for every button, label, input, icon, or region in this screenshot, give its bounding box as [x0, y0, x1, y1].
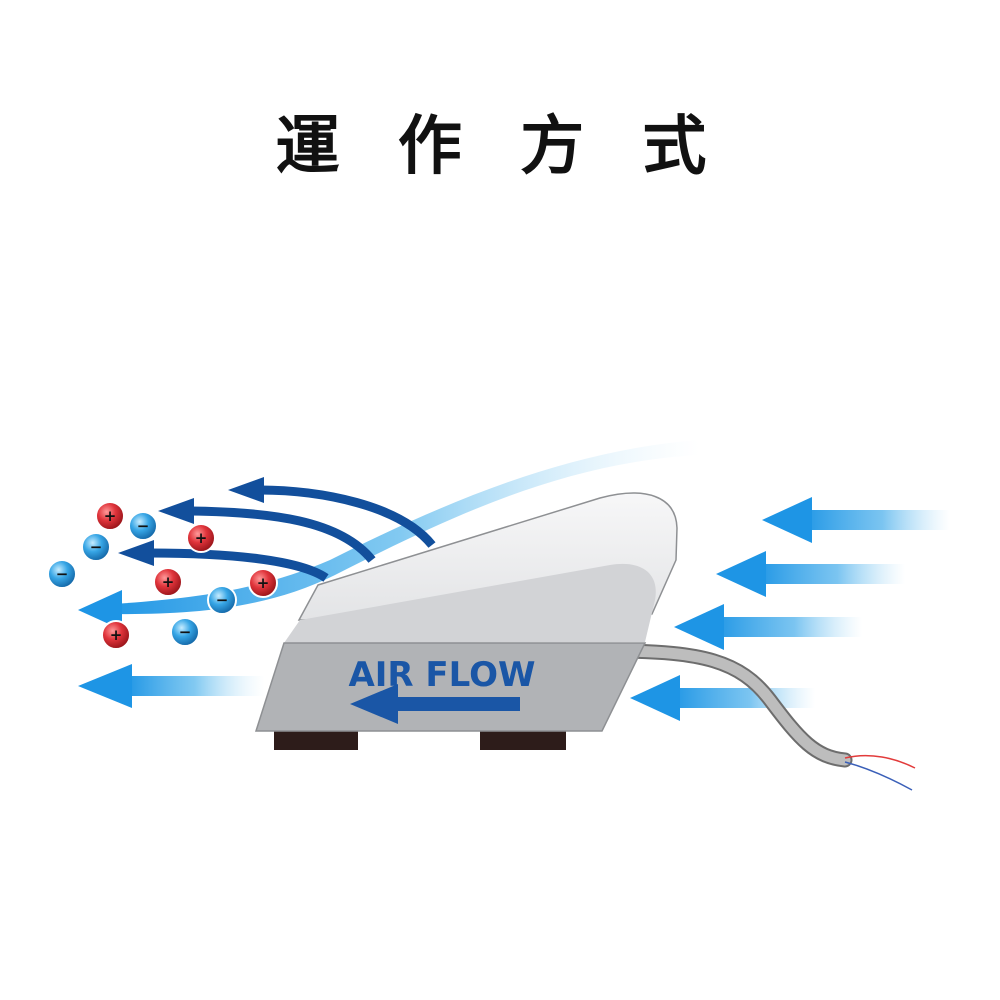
- positive-ion: +: [95, 501, 125, 531]
- device-foot: [274, 728, 358, 750]
- negative-ion: −: [47, 559, 77, 589]
- svg-text:+: +: [257, 574, 270, 592]
- intake-arrow: [674, 604, 862, 650]
- negative-ion: −: [128, 511, 158, 541]
- ionizer-device: AIR FLOW: [254, 492, 678, 750]
- intake-arrow: [716, 551, 905, 597]
- page-title: 運 作 方 式: [275, 110, 725, 184]
- svg-text:+: +: [195, 529, 208, 547]
- negative-ion: −: [207, 585, 237, 615]
- positive-ion: +: [101, 620, 131, 650]
- curved-arrow: [158, 498, 376, 563]
- negative-ion: −: [81, 532, 111, 562]
- positive-ion: +: [153, 567, 183, 597]
- svg-text:−: −: [90, 538, 103, 556]
- svg-text:+: +: [104, 507, 117, 525]
- svg-text:−: −: [179, 623, 192, 641]
- air-flow-label: AIR FLOW: [348, 655, 535, 695]
- svg-text:+: +: [110, 626, 123, 644]
- curved-arrow: [118, 540, 329, 582]
- svg-text:−: −: [216, 591, 229, 609]
- curved-arrow: [228, 477, 436, 548]
- negative-ion: −: [170, 617, 200, 647]
- positive-ion: +: [186, 523, 216, 553]
- svg-text:−: −: [137, 517, 150, 535]
- svg-text:−: −: [56, 565, 69, 583]
- air-flow-arrow-icon: [350, 684, 520, 724]
- outflow-stream: [78, 440, 700, 630]
- svg-text:+: +: [162, 573, 175, 591]
- device-foot: [480, 728, 566, 750]
- power-cable: [612, 643, 916, 791]
- intake-arrow: [762, 497, 950, 543]
- outflow-arrow: [78, 664, 265, 708]
- positive-ion: +: [248, 568, 278, 598]
